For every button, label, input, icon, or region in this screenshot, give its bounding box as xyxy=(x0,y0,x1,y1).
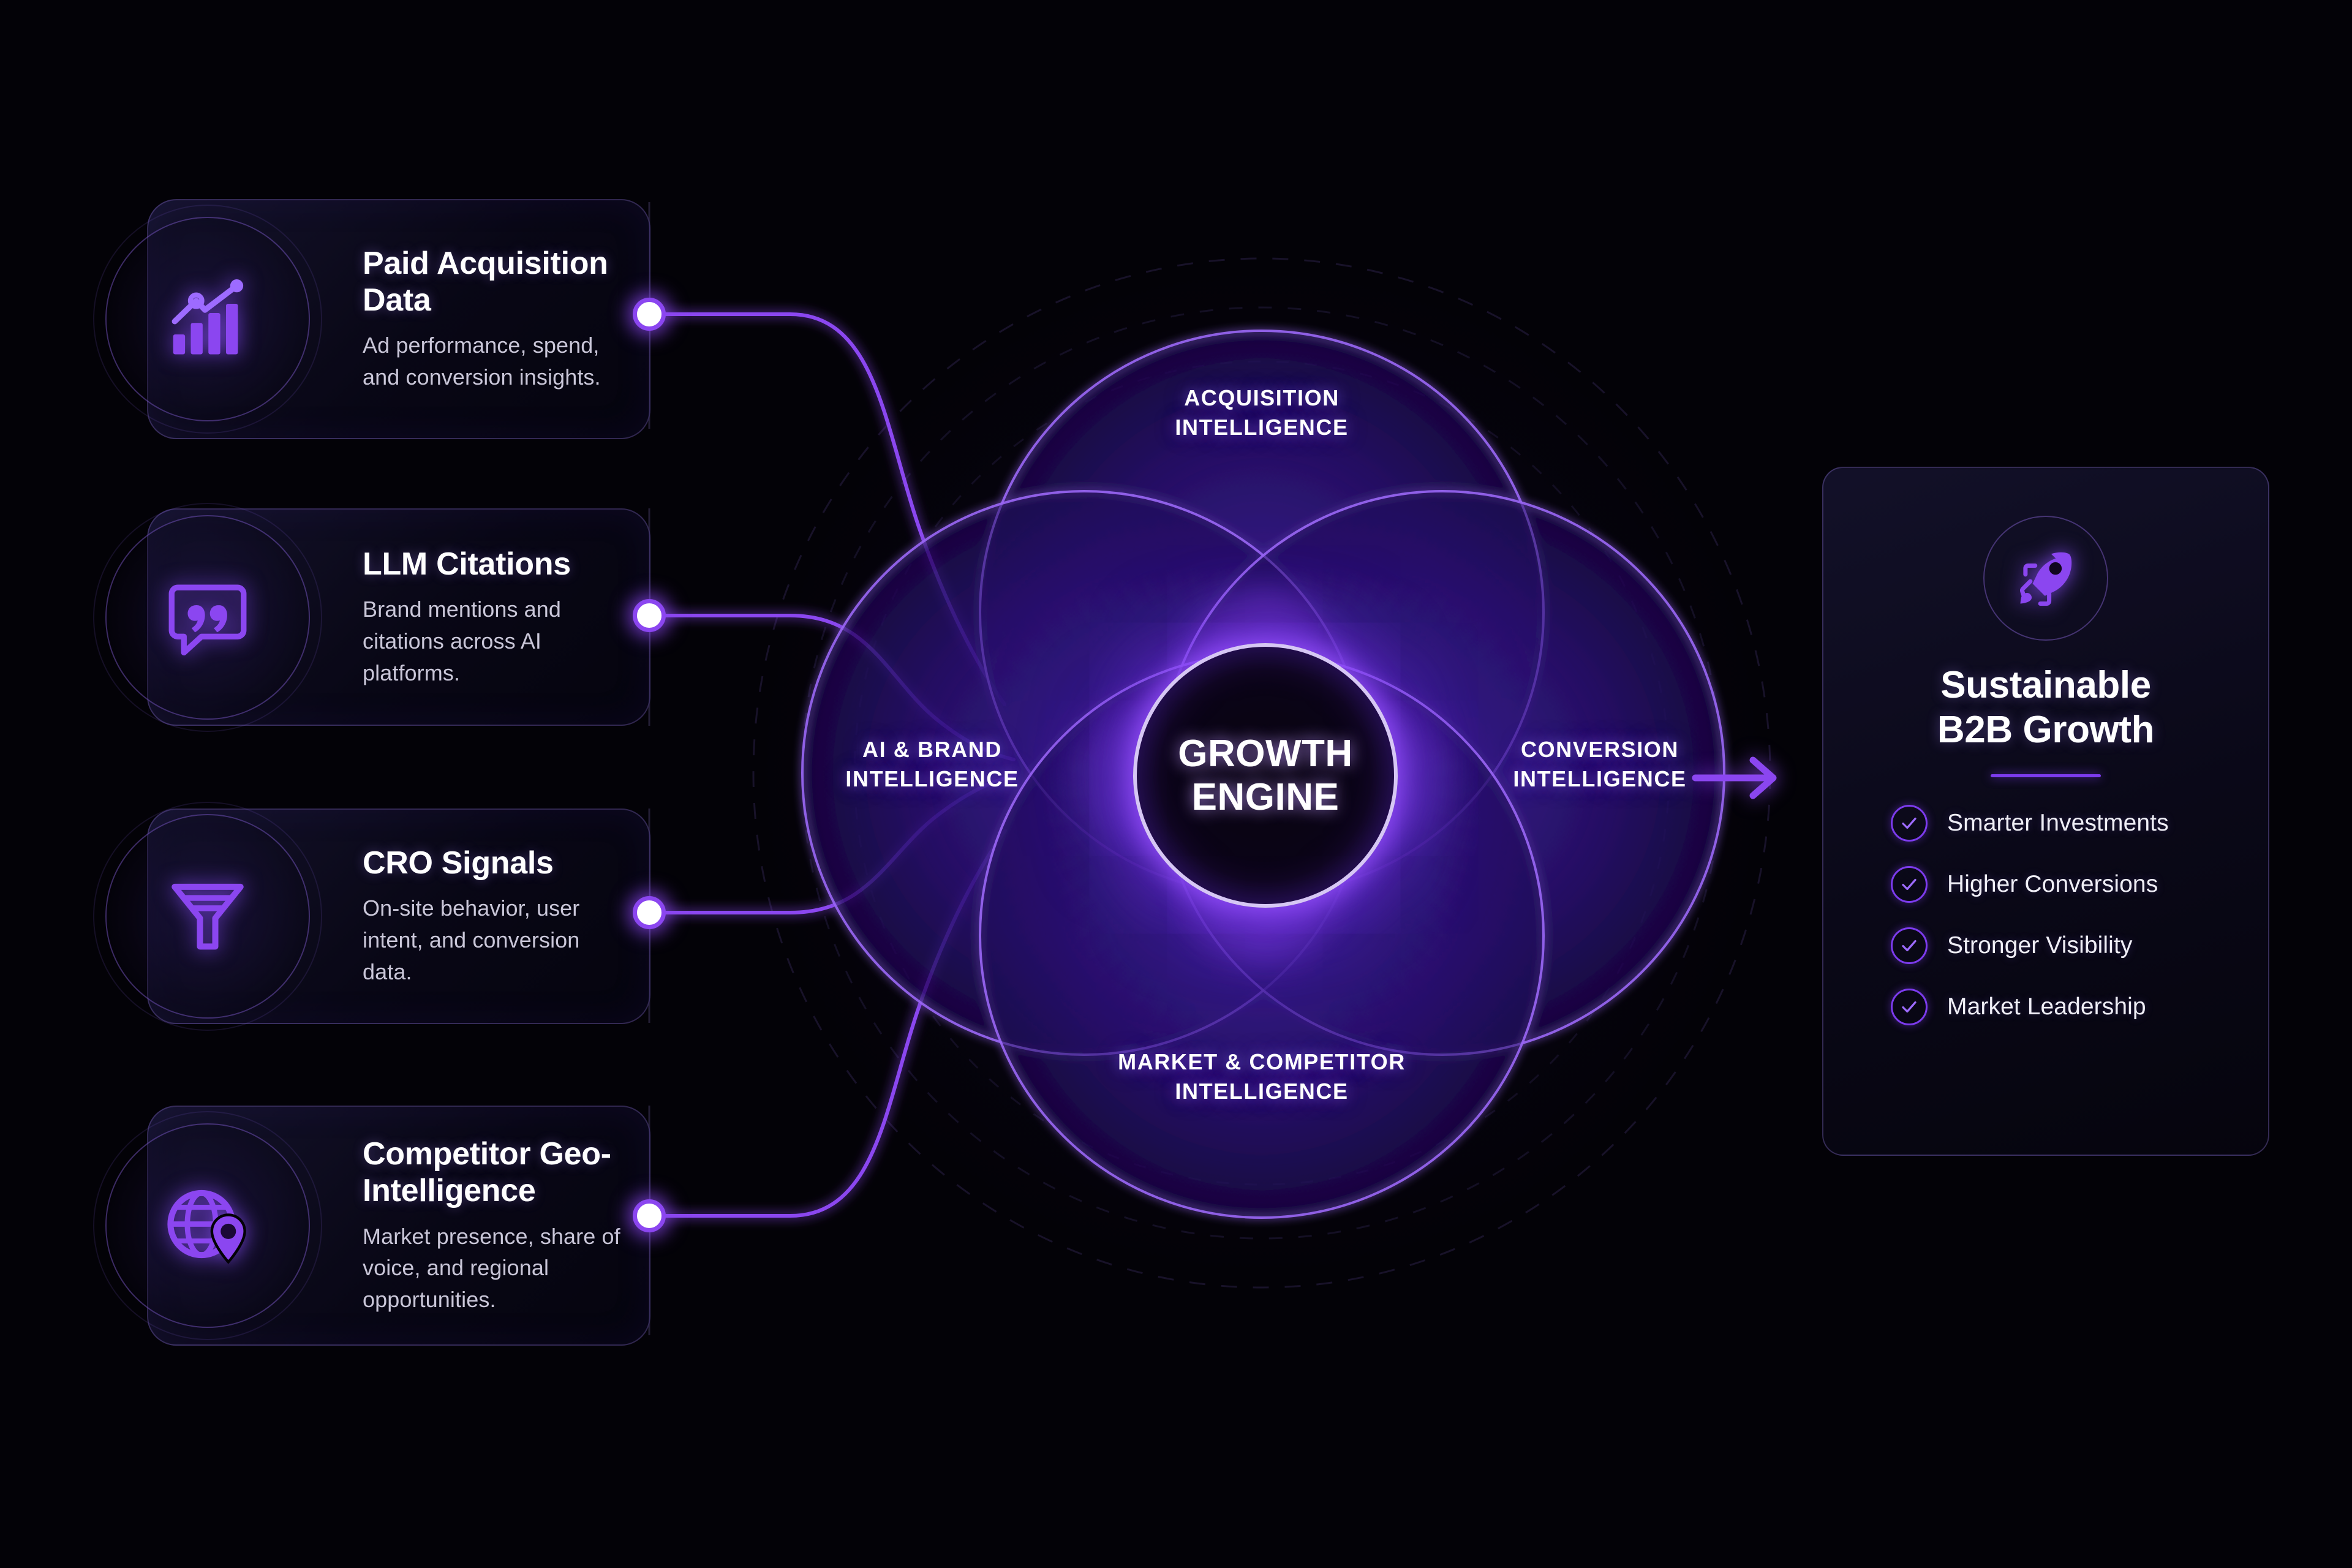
rocket-icon xyxy=(2020,552,2072,606)
card-title: Paid Acquisition Data xyxy=(363,245,608,318)
benefits-list: Smarter Investments Higher Conversions S… xyxy=(1891,805,2244,1050)
outcome-title-line2: B2B Growth xyxy=(1937,709,2155,752)
venn-label-left-line1: AI & BRAND xyxy=(862,737,1002,762)
input-card-llm-citations[interactable]: LLM Citations Brand mentions and citatio… xyxy=(93,502,650,732)
card-description: Market presence, share of voice, and reg… xyxy=(363,1223,620,1313)
check-icon xyxy=(1902,940,1917,952)
outcome-title: Sustainable B2B Growth xyxy=(1823,663,2268,752)
venn-label-top-line2: INTELLIGENCE xyxy=(1175,415,1349,440)
quote-bubble-icon-ring xyxy=(93,502,322,732)
globe-pin-icon xyxy=(167,1189,246,1264)
card-title: CRO Signals xyxy=(363,845,554,881)
benefit-item: Market Leadership xyxy=(1891,989,2244,1025)
funnel-icon xyxy=(172,883,244,950)
check-circle-icon xyxy=(1891,927,1928,964)
core-line-2: ENGINE xyxy=(1191,776,1340,818)
check-circle-icon xyxy=(1891,989,1928,1025)
card-title: LLM Citations xyxy=(363,546,571,582)
venn-label-bottom: MARKET & COMPETITOR INTELLIGENCE xyxy=(741,1047,1782,1106)
venn-label-left-line2: INTELLIGENCE xyxy=(845,766,1019,792)
outcome-title-line1: Sustainable xyxy=(1940,664,2151,706)
rocket-icon-ring xyxy=(1983,516,2108,641)
check-circle-icon xyxy=(1891,866,1928,903)
check-icon xyxy=(1902,878,1917,891)
input-card-competitor-geo-intelligence[interactable]: Competitor Geo-Intelligence Market prese… xyxy=(93,1106,650,1346)
venn-label-right-line2: INTELLIGENCE xyxy=(1513,766,1687,792)
connector-node-1 xyxy=(633,298,666,331)
venn-label-right: CONVERSION INTELLIGENCE xyxy=(1513,735,1686,794)
venn-lobes xyxy=(801,330,1725,1219)
venn-label-bottom-line1: MARKET & COMPETITOR xyxy=(1118,1049,1406,1074)
core-line-1: GROWTH xyxy=(1178,732,1353,775)
venn-diagram: ACQUISITION INTELLIGENCE AI & BRAND INTE… xyxy=(741,251,1782,1292)
venn-label-top: ACQUISITION INTELLIGENCE xyxy=(741,383,1782,442)
venn-label-right-line1: CONVERSION xyxy=(1520,737,1679,762)
outcome-panel[interactable]: Sustainable B2B Growth Smarter Investmen… xyxy=(1822,467,2269,1156)
globe-pin-icon-ring xyxy=(93,1111,322,1340)
card-description: Ad performance, spend, and conversion in… xyxy=(363,333,601,390)
connector-node-4 xyxy=(633,1199,666,1232)
benefit-item: Smarter Investments xyxy=(1891,805,2244,842)
card-title: Competitor Geo-Intelligence xyxy=(363,1136,611,1209)
growth-engine-core: GROWTH ENGINE xyxy=(1133,643,1398,908)
arrow-right-icon xyxy=(1692,756,1777,799)
input-card-paid-acquisition-data[interactable]: Paid Acquisition Data Ad performance, sp… xyxy=(93,199,650,439)
check-icon xyxy=(1902,1001,1917,1013)
card-description: Brand mentions and citations across AI p… xyxy=(363,596,562,685)
bar-chart-trend-icon xyxy=(172,279,244,355)
connector-node-3 xyxy=(633,896,666,929)
benefit-item: Stronger Visibility xyxy=(1891,927,2244,964)
bar-chart-trend-icon-ring xyxy=(93,205,322,434)
quote-bubble-icon xyxy=(168,584,247,655)
venn-label-bottom-line2: INTELLIGENCE xyxy=(1175,1079,1349,1104)
benefit-label: Stronger Visibility xyxy=(1947,932,2133,959)
funnel-icon-ring xyxy=(93,802,322,1031)
connector-node-2 xyxy=(633,599,666,632)
benefit-label: Higher Conversions xyxy=(1947,871,2158,897)
venn-label-left: AI & BRAND INTELLIGENCE xyxy=(845,735,1019,794)
title-divider xyxy=(1991,774,2101,777)
check-circle-icon xyxy=(1891,805,1928,842)
benefit-item: Higher Conversions xyxy=(1891,866,2244,903)
venn-label-top-line1: ACQUISITION xyxy=(1184,385,1340,410)
check-icon xyxy=(1902,817,1917,829)
flow-arrow xyxy=(1691,750,1789,809)
input-card-cro-signals[interactable]: CRO Signals On-site behavior, user inten… xyxy=(93,802,650,1031)
benefit-label: Smarter Investments xyxy=(1947,810,2169,836)
benefit-label: Market Leadership xyxy=(1947,993,2146,1020)
card-description: On-site behavior, user intent, and conve… xyxy=(363,895,580,985)
